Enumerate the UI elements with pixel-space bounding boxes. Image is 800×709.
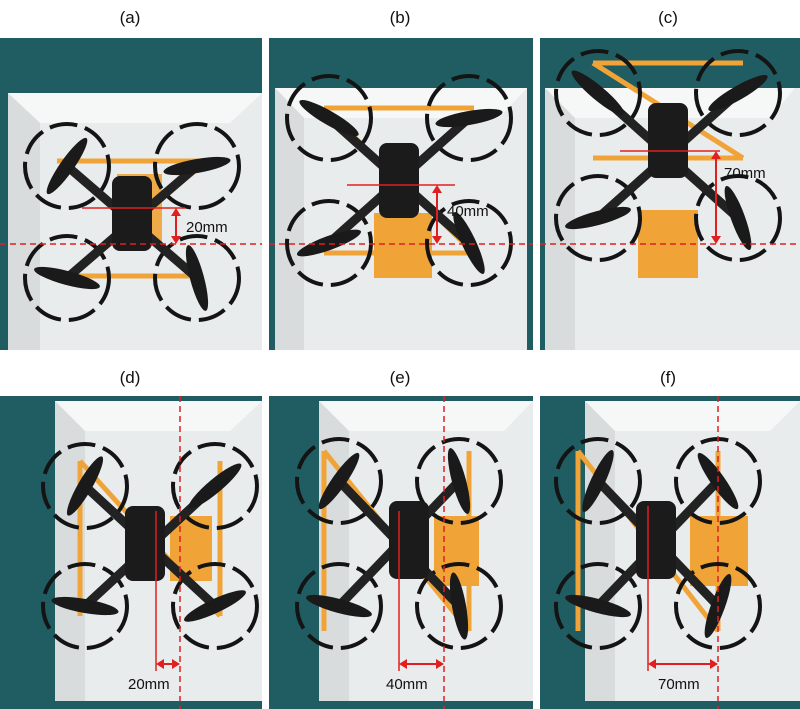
drone-b xyxy=(285,74,513,287)
drone-a xyxy=(23,122,241,322)
measurement-f: 70mm xyxy=(658,676,700,693)
photo-panel-f: 70mm xyxy=(540,396,800,709)
panel-label-c: (c) xyxy=(658,8,678,27)
measurement-e: 40mm xyxy=(386,676,428,693)
measurement-b: 40mm xyxy=(447,203,489,220)
photo-panel-b: 40mm xyxy=(269,38,533,350)
panel-label-f: (f) xyxy=(659,368,677,387)
photo-panel-d: 20mm xyxy=(0,396,262,709)
photo-panel-c: 70mm xyxy=(540,38,800,350)
panel-label-e: (e) xyxy=(389,368,411,387)
photo-panel-e: 40mm xyxy=(269,396,533,709)
panel-label-b: (b) xyxy=(389,8,411,27)
panel-label-a: (a) xyxy=(119,8,141,27)
drone-c xyxy=(554,49,782,278)
drone-e xyxy=(295,437,503,650)
measurement-c: 70mm xyxy=(724,165,766,182)
photo-panel-a: 20mm xyxy=(0,38,262,350)
drone-d xyxy=(41,442,259,650)
panel-label-d: (d) xyxy=(119,368,141,387)
measurement-a: 20mm xyxy=(186,219,228,236)
measurement-d: 20mm xyxy=(128,676,170,693)
